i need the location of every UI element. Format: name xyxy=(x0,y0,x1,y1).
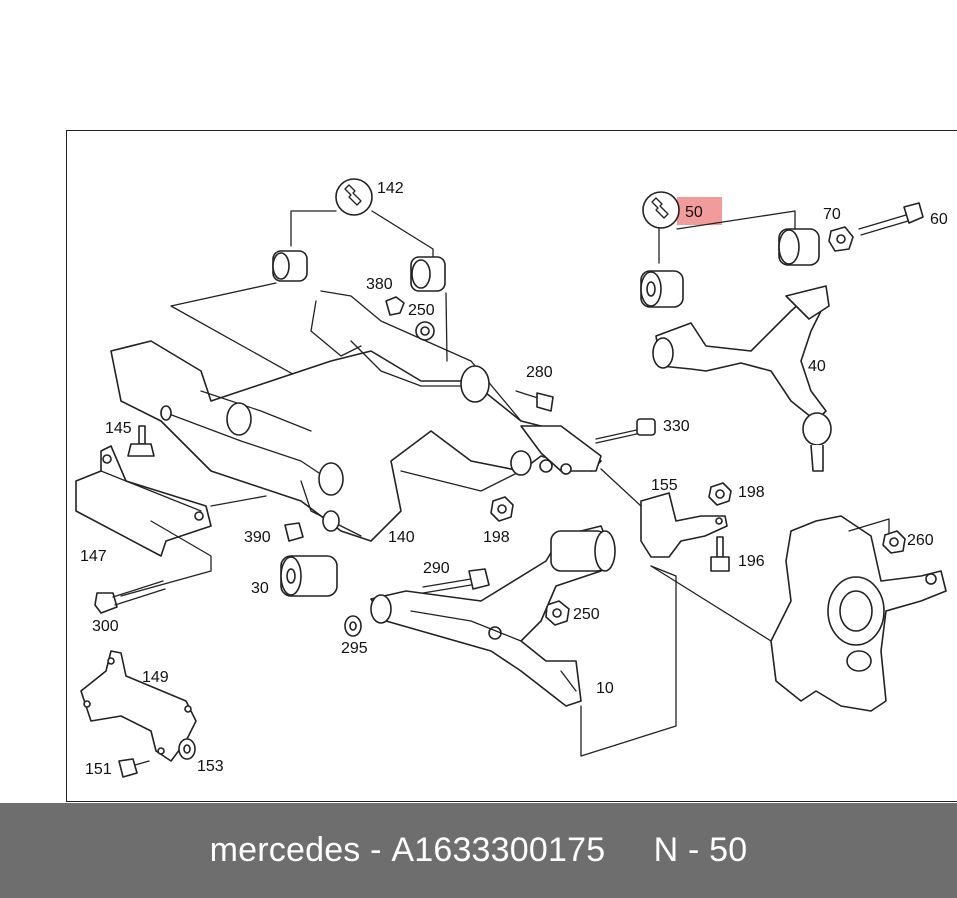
bushing-30 xyxy=(280,555,338,597)
bracket-147 xyxy=(75,445,212,557)
part-label-155: 155 xyxy=(651,477,678,494)
part-label-30: 30 xyxy=(251,580,269,597)
nut-198-upper xyxy=(708,482,732,506)
bracket-149 xyxy=(80,650,197,762)
wrench-icon xyxy=(335,178,373,216)
part-label-300: 300 xyxy=(92,618,119,635)
parts-diagram: 142 xyxy=(75,178,948,778)
part-label-330: 330 xyxy=(663,418,690,435)
steering-knuckle xyxy=(770,515,947,712)
part-label-198-lower: 198 xyxy=(483,529,510,546)
part-label-149: 149 xyxy=(142,669,169,686)
footer-brand: mercedes xyxy=(209,831,361,869)
bolt-196 xyxy=(710,536,730,572)
bracket-155 xyxy=(640,492,728,558)
highlight-box xyxy=(677,197,722,225)
nut-198-lower xyxy=(490,496,514,522)
part-label-196: 196 xyxy=(738,553,765,570)
bushing-142-left xyxy=(272,250,308,282)
plug-390 xyxy=(284,522,304,542)
subframe-140 xyxy=(110,290,602,542)
footer-ref: N - 50 xyxy=(653,831,748,869)
footer-gap xyxy=(605,831,653,870)
nut-250-lower xyxy=(545,600,570,626)
part-label-140: 140 xyxy=(388,529,415,546)
part-label-280: 280 xyxy=(526,364,553,381)
bolt-330 xyxy=(595,418,656,444)
footer-part-number: A1633300175 xyxy=(391,831,606,869)
part-label-142: 142 xyxy=(377,180,404,197)
bushing-50-right xyxy=(778,228,820,266)
bolt-290 xyxy=(422,568,490,594)
wrench-icon xyxy=(642,191,680,229)
part-label-290: 290 xyxy=(423,560,450,577)
clip-380 xyxy=(385,296,405,316)
parts-diagram-frame: 142 xyxy=(66,130,957,802)
part-label-295: 295 xyxy=(341,640,368,657)
part-label-151: 151 xyxy=(85,761,112,778)
part-label-50: 50 xyxy=(685,204,703,221)
part-label-380: 380 xyxy=(366,276,393,293)
part-label-250-upper: 250 xyxy=(408,302,435,319)
part-label-60: 60 xyxy=(930,211,948,228)
nut-70 xyxy=(828,226,854,252)
bolt-300 xyxy=(94,580,166,614)
footer-caption: mercedes - A1633300175 N - 50 xyxy=(0,803,957,898)
part-label-260: 260 xyxy=(907,532,934,549)
bolt-151 xyxy=(118,758,150,778)
part-label-70: 70 xyxy=(823,206,841,223)
washer-153 xyxy=(178,738,196,760)
part-label-10: 10 xyxy=(596,680,614,697)
footer-separator: - xyxy=(360,831,392,869)
bolt-145 xyxy=(127,425,155,457)
part-label-40: 40 xyxy=(808,358,826,375)
bushing-142-right xyxy=(410,256,446,292)
lower-control-arm-10 xyxy=(370,525,616,707)
upper-control-arm-40 xyxy=(652,285,832,472)
footer-bar: mercedes - A1633300175 N - 50 xyxy=(0,803,957,898)
bushing-250-small xyxy=(415,321,435,341)
part-label-250-lower: 250 xyxy=(573,606,600,623)
part-label-145: 145 xyxy=(105,420,132,437)
bolt-60 xyxy=(858,202,924,236)
part-label-147: 147 xyxy=(80,548,107,565)
part-label-153: 153 xyxy=(197,758,224,775)
bolt-280 xyxy=(515,390,554,412)
part-label-390: 390 xyxy=(244,529,271,546)
washer-295 xyxy=(344,615,362,637)
bushing-50-left xyxy=(640,270,684,308)
part-label-198-upper: 198 xyxy=(738,484,765,501)
nut-260 xyxy=(882,530,906,554)
